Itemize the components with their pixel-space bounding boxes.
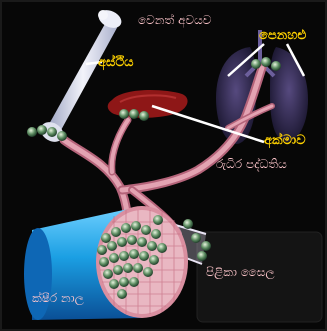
label-other-organs: වෙනත් අවයව — [138, 14, 211, 26]
label-lungs: පෙනහළු — [259, 29, 306, 42]
label-lymph-vessel: ක්ෂීර නාල — [32, 292, 84, 304]
label-blood-system: රුධිර පද්ධතිය — [216, 158, 287, 170]
label-bone: අස්ථිය — [98, 56, 134, 69]
label-lymph-node: පිළිකා සෛල — [206, 266, 275, 278]
label-liver: අක්මාව — [264, 134, 306, 147]
